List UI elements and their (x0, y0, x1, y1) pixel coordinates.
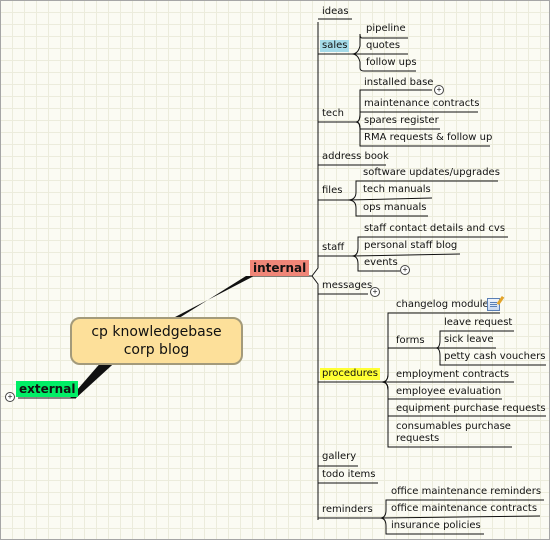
topic-tech[interactable]: tech (322, 108, 344, 119)
topic-software-updates[interactable]: software updates/upgrades (363, 167, 500, 178)
topic-staff[interactable]: staff (322, 242, 345, 253)
topic-insurance-policies[interactable]: insurance policies (391, 520, 481, 531)
topic-sales[interactable]: sales (320, 40, 350, 52)
topic-leave-request[interactable]: leave request (444, 317, 513, 328)
expand-events-icon[interactable]: + (400, 265, 410, 275)
note-icon (487, 298, 500, 311)
topic-todo-items[interactable]: todo items (322, 469, 376, 480)
topic-petty-cash-vouchers[interactable]: petty cash vouchers (444, 351, 546, 362)
topic-quotes[interactable]: quotes (366, 40, 401, 51)
external-topic[interactable]: external (16, 381, 79, 397)
topic-installed-base[interactable]: installed base (364, 77, 434, 88)
topic-gallery[interactable]: gallery (322, 451, 357, 462)
topic-consumables-purchase-requests[interactable]: consumables purchase requests (396, 421, 511, 444)
topic-follow-ups[interactable]: follow ups (366, 57, 417, 68)
topic-messages[interactable]: messages (322, 280, 373, 291)
topic-procedures[interactable]: procedures (320, 368, 380, 380)
topic-events[interactable]: events (364, 257, 398, 268)
internal-topic[interactable]: internal (250, 260, 310, 276)
topic-personal-staff-blog[interactable]: personal staff blog (364, 240, 458, 251)
central-topic-line1: cp knowledgebase (91, 324, 222, 340)
topic-staff-contact-details[interactable]: staff contact details and cvs (364, 223, 506, 234)
topic-rma-requests[interactable]: RMA requests & follow up (364, 132, 493, 143)
expand-messages-icon[interactable]: + (370, 287, 380, 297)
topic-maintenance-contracts[interactable]: maintenance contracts (364, 98, 480, 109)
topic-tech-manuals[interactable]: tech manuals (363, 184, 431, 195)
topic-office-maintenance-reminders[interactable]: office maintenance reminders (391, 486, 542, 497)
topic-equipment-purchase-requests[interactable]: equipment purchase requests (396, 403, 546, 414)
topic-ideas[interactable]: ideas (322, 6, 349, 17)
topic-files[interactable]: files (322, 185, 343, 196)
topic-changelog-module[interactable]: changelog module (396, 299, 489, 310)
topic-ops-manuals[interactable]: ops manuals (363, 202, 427, 213)
internal-connector (150, 276, 254, 330)
topic-address-book[interactable]: address book (322, 151, 389, 162)
trunk-lower (311, 275, 319, 520)
topic-forms[interactable]: forms (396, 335, 425, 346)
topic-reminders[interactable]: reminders (322, 504, 373, 515)
topic-spares-register[interactable]: spares register (364, 115, 439, 126)
topic-employment-contracts[interactable]: employment contracts (396, 369, 510, 380)
topic-office-maintenance-contracts[interactable]: office maintenance contracts (391, 503, 538, 514)
central-topic-line2: corp blog (123, 342, 190, 358)
topic-sick-leave[interactable]: sick leave (444, 334, 494, 345)
expand-external-icon[interactable]: + (5, 392, 15, 402)
expand-installed-base-icon[interactable]: + (434, 85, 444, 95)
topic-employee-evaluation[interactable]: employee evaluation (396, 386, 502, 397)
topic-pipeline[interactable]: pipeline (366, 23, 406, 34)
central-topic[interactable]: cp knowledgebase corp blog (70, 317, 243, 365)
trunk-upper (311, 22, 319, 277)
